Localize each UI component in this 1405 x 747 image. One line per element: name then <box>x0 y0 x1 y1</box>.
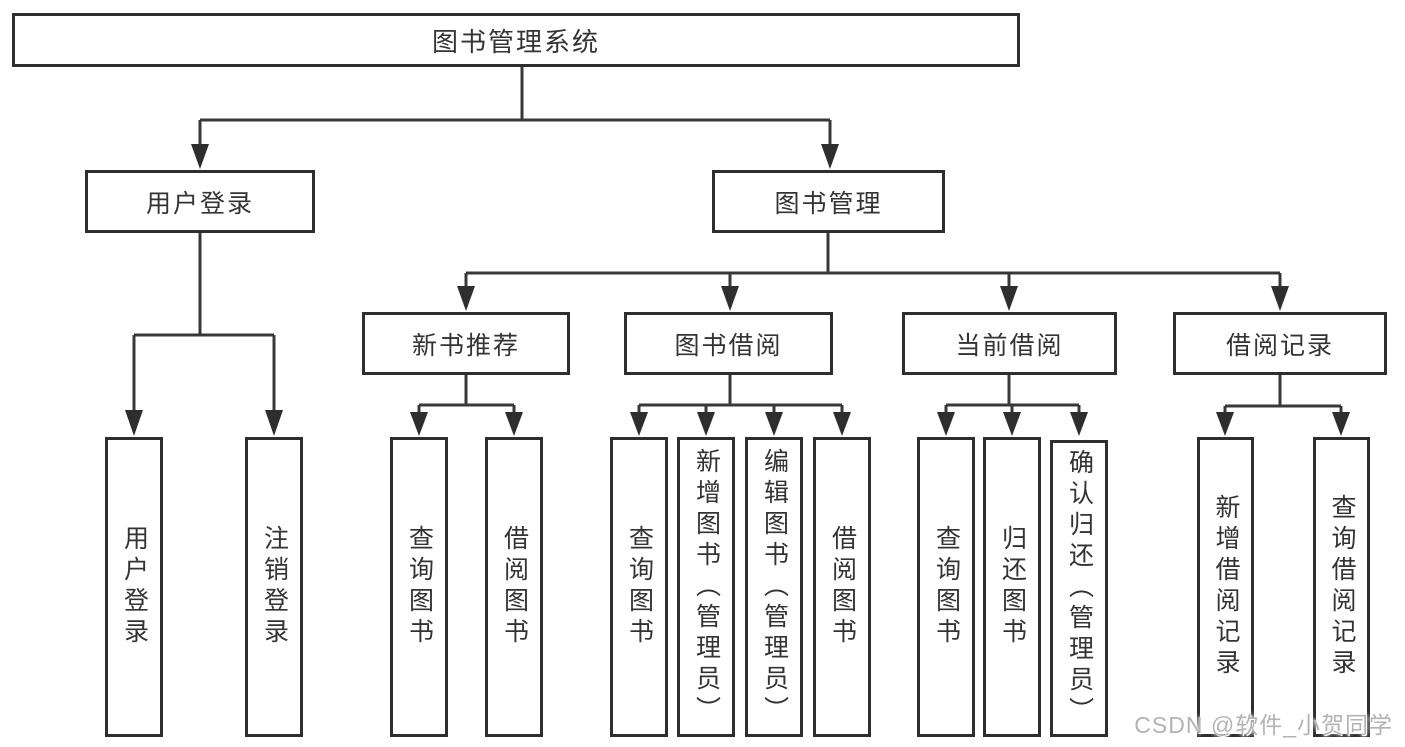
arrowheads-recommend <box>410 412 523 436</box>
node-system-root: 图书管理系统 <box>12 13 1020 67</box>
connector-root-to-level2 <box>198 66 832 146</box>
arrowheads-level3 <box>457 286 1289 311</box>
leaf-borrow-books-label: 借阅图书 <box>828 525 857 649</box>
leaf-add-book-admin-label: 新增图书（管理员） <box>692 447 721 727</box>
leaf-query-borrow-record-label: 查询借阅记录 <box>1328 494 1356 680</box>
connector-records-branch <box>1223 375 1343 414</box>
node-borrow-records: 借阅记录 <box>1173 312 1387 375</box>
connector-login-branch <box>132 233 276 412</box>
node-system-root-label: 图书管理系统 <box>431 26 600 57</box>
node-current-borrow-label: 当前借阅 <box>955 331 1064 360</box>
node-new-book-recommend-label: 新书推荐 <box>411 331 520 360</box>
leaf-recommend-query-books-label: 查询图书 <box>405 525 434 649</box>
node-new-book-recommend: 新书推荐 <box>362 312 570 375</box>
leaf-current-query-books: 查询图书 <box>917 437 975 737</box>
leaf-recommend-borrow-books-label: 借阅图书 <box>500 525 529 649</box>
node-book-borrow-label: 图书借阅 <box>674 331 783 360</box>
leaf-user-login-label: 用户登录 <box>120 525 149 649</box>
node-borrow-records-label: 借阅记录 <box>1225 331 1334 360</box>
leaf-confirm-return-admin-label: 确认归还（管理员） <box>1065 449 1094 728</box>
leaf-edit-book-admin: 编辑图书（管理员） <box>745 437 803 737</box>
leaf-edit-book-admin-label: 编辑图书（管理员） <box>760 447 789 727</box>
connector-current-branch <box>944 375 1081 414</box>
leaf-add-borrow-record: 新增借阅记录 <box>1197 437 1254 737</box>
leaf-add-borrow-record-label: 新增借阅记录 <box>1212 494 1240 680</box>
leaf-borrow-query-books: 查询图书 <box>610 437 668 737</box>
node-book-management-label: 图书管理 <box>774 189 883 218</box>
leaf-logout-label: 注销登录 <box>260 525 289 649</box>
node-book-management: 图书管理 <box>712 170 945 233</box>
leaf-confirm-return-admin: 确认归还（管理员） <box>1050 440 1108 737</box>
node-user-login: 用户登录 <box>85 170 315 233</box>
arrowheads-current <box>937 412 1088 436</box>
leaf-return-book: 归还图书 <box>983 437 1041 737</box>
leaf-add-book-admin: 新增图书（管理员） <box>677 437 735 737</box>
leaf-return-book-label: 归还图书 <box>998 525 1027 649</box>
arrowheads-login <box>125 410 283 436</box>
connector-management-branch <box>464 233 1282 288</box>
leaf-recommend-query-books: 查询图书 <box>390 437 448 737</box>
connector-recommend-branch <box>417 375 516 414</box>
leaf-query-borrow-record: 查询借阅记录 <box>1313 437 1370 737</box>
node-book-borrow: 图书借阅 <box>624 312 833 375</box>
arrowheads-records <box>1216 412 1350 436</box>
connector-borrow-branch <box>637 375 844 414</box>
leaf-borrow-query-books-label: 查询图书 <box>625 525 654 649</box>
arrowheads-borrow <box>630 412 851 436</box>
arrowheads-level2 <box>191 144 839 169</box>
leaf-user-login: 用户登录 <box>105 437 163 737</box>
node-current-borrow: 当前借阅 <box>902 312 1117 375</box>
leaf-borrow-books: 借阅图书 <box>813 437 871 737</box>
leaf-current-query-books-label: 查询图书 <box>932 525 961 649</box>
leaf-logout: 注销登录 <box>245 437 303 737</box>
leaf-recommend-borrow-books: 借阅图书 <box>485 437 543 737</box>
node-user-login-label: 用户登录 <box>145 189 254 218</box>
